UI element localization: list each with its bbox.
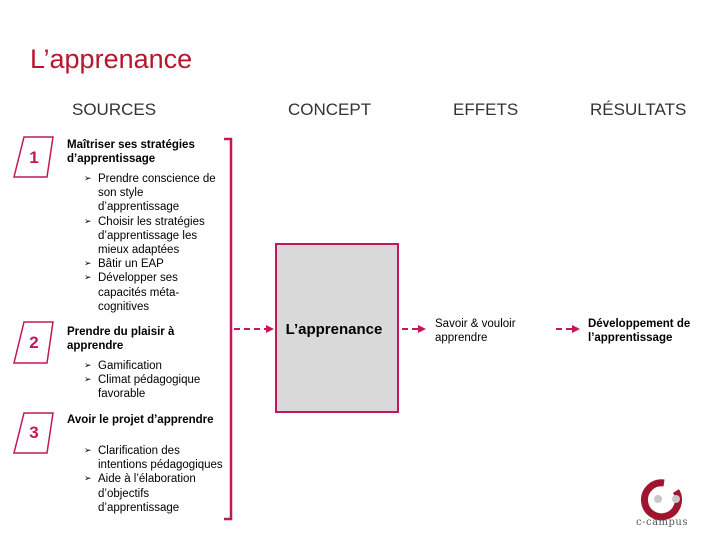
- arrowhead-2: [418, 325, 426, 333]
- source-number-2: 2: [29, 333, 39, 352]
- arrowhead-1: [266, 325, 274, 333]
- header-sources: SOURCES: [72, 100, 157, 119]
- number-frame-3: [13, 412, 54, 454]
- list-item: Prendre conscience de son style d’appren…: [84, 172, 224, 215]
- logo-text: c-campus: [636, 517, 688, 528]
- list-item: Développer ses capacités méta-cognitives: [84, 271, 224, 314]
- number-frame-2: [13, 321, 54, 364]
- list-item: Climat pédagogique favorable: [84, 373, 224, 401]
- list-item: Gamification: [84, 359, 224, 373]
- arrowhead-3: [572, 325, 580, 333]
- header-effets: EFFETS: [453, 100, 519, 119]
- source-title-1: Maîtriser ses stratégies d’apprentissage: [67, 139, 195, 165]
- source-bullets-3: Clarification des intentions pédagogique…: [84, 444, 224, 515]
- header-concept: CONCEPT: [288, 100, 372, 119]
- effect-text: Savoir & vouloir apprendre: [435, 318, 516, 344]
- source-number-3: 3: [29, 423, 39, 442]
- list-item: Choisir les stratégies d’apprentissage l…: [84, 215, 224, 258]
- source-number-1: 1: [29, 148, 39, 167]
- result-text: Développement de l’apprentissage: [588, 318, 691, 344]
- page-title: L’apprenance: [30, 44, 193, 74]
- list-item: Aide à l’élaboration d’objectifs d’appre…: [84, 472, 224, 515]
- list-item: Clarification des intentions pédagogique…: [84, 444, 224, 472]
- source-bullets-1: Prendre conscience de son style d’appren…: [84, 172, 224, 314]
- header-resultats: RÉSULTATS: [590, 100, 687, 119]
- concept-label: L’apprenance: [285, 321, 383, 338]
- source-bullets-2: Gamification Climat pédagogique favorabl…: [84, 359, 224, 402]
- number-frame-1: [13, 136, 54, 178]
- list-item: Bâtir un EAP: [84, 257, 224, 271]
- logo-icon: [641, 479, 682, 521]
- sources-bracket: [224, 137, 233, 521]
- concept-box: [275, 243, 399, 413]
- source-title-3: Avoir le projet d’apprendre: [67, 414, 214, 426]
- source-title-2: Prendre du plaisir à apprendre: [67, 326, 175, 352]
